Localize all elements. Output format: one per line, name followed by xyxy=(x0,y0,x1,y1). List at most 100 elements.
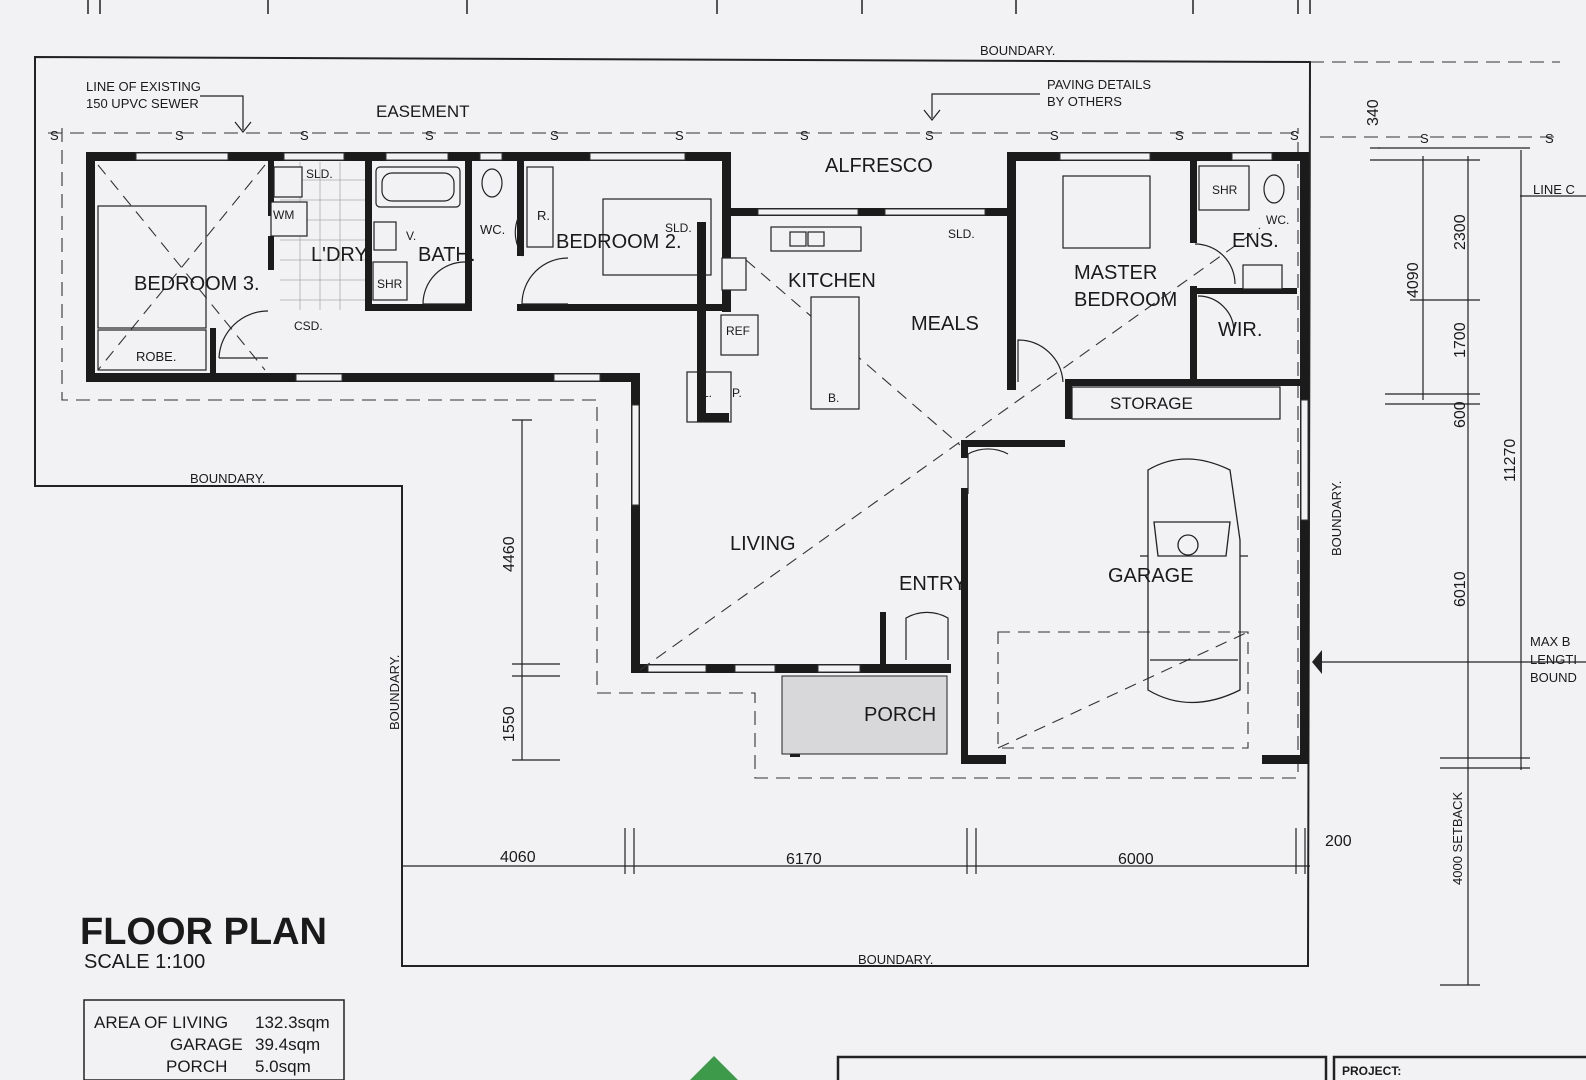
area-table xyxy=(83,999,345,1080)
svg-text:S: S xyxy=(675,128,684,143)
dim-200: 200 xyxy=(1325,833,1352,850)
top-tick-marks xyxy=(87,0,1311,14)
boundary-left-label: BOUNDARY. xyxy=(190,471,265,486)
logo-mark xyxy=(690,1056,738,1080)
dim-600: 600 xyxy=(1452,401,1469,428)
area-row-porch-value: 5.0sqm xyxy=(255,1057,311,1076)
svg-text:S: S xyxy=(425,128,434,143)
dim-4060: 4060 xyxy=(500,849,536,866)
boundary-bottom-label: BOUNDARY. xyxy=(858,952,933,967)
r-label: R. xyxy=(537,208,550,223)
boundary-right-label: BOUNDARY. xyxy=(1329,481,1344,556)
dim-6000: 6000 xyxy=(1118,851,1154,868)
door-swings xyxy=(218,217,1236,660)
wc2-label: WC. xyxy=(1266,213,1289,227)
plan-title: FLOOR PLAN xyxy=(80,911,327,953)
wm-label: WM xyxy=(273,208,294,222)
dim-6010: 6010 xyxy=(1452,571,1469,607)
room-porch: PORCH xyxy=(864,704,936,726)
svg-text:S: S xyxy=(550,128,559,143)
area-table-rows: AREA OF LIVING 132.3sqm GARAGE 39.4sqm P… xyxy=(94,1013,330,1076)
max-b-note-3: BOUND xyxy=(1530,670,1577,685)
dim-1700: 1700 xyxy=(1452,322,1469,358)
ref-label: REF xyxy=(726,324,750,338)
sewer-note-line1: LINE OF EXISTING xyxy=(86,79,201,94)
dim-4090: 4090 xyxy=(1405,262,1422,298)
svg-text:S: S xyxy=(1545,131,1554,146)
max-b-arrow xyxy=(1312,650,1322,674)
v-label: V. xyxy=(406,229,416,243)
paving-leader xyxy=(931,93,1040,118)
shr-label: SHR xyxy=(377,277,403,291)
svg-text:S: S xyxy=(1420,131,1429,146)
eaves-outline xyxy=(61,128,1299,779)
area-row-porch-label: PORCH xyxy=(166,1057,227,1076)
svg-text:S: S xyxy=(800,128,809,143)
room-wir: WIR. xyxy=(1218,319,1262,341)
sewer-leader-arrow xyxy=(234,121,252,133)
svg-text:S: S xyxy=(1050,128,1059,143)
windows xyxy=(135,152,1309,673)
easement-label: EASEMENT xyxy=(376,102,470,121)
dim-setback: 4000 SETBACK xyxy=(1450,791,1465,885)
area-row-garage-value: 39.4sqm xyxy=(255,1035,320,1054)
room-labels: BEDROOM 3. ROBE. CSD. WM L'DRY SLD. V. B… xyxy=(134,155,1289,726)
room-bedroom3: BEDROOM 3. xyxy=(134,273,260,295)
dim-6170: 6170 xyxy=(786,851,822,868)
dimension-texts: 340 2300 4090 1700 600 11270 6010 4460 1… xyxy=(500,99,1519,885)
robe-label: ROBE. xyxy=(136,349,176,364)
svg-text:S: S xyxy=(925,128,934,143)
csd-label: CSD. xyxy=(294,319,323,333)
paving-note-line1: PAVING DETAILS xyxy=(1047,77,1151,92)
project-block-frame xyxy=(1332,1055,1586,1080)
room-storage: STORAGE xyxy=(1110,394,1193,413)
plan-scale: SCALE 1:100 xyxy=(84,951,205,973)
car-outline xyxy=(1140,458,1248,704)
svg-text:S: S xyxy=(1175,128,1184,143)
dimension-lines xyxy=(401,147,1530,986)
svg-text:S: S xyxy=(1290,128,1299,143)
room-master-1: MASTER xyxy=(1074,262,1157,284)
paving-note-line2: BY OTHERS xyxy=(1047,94,1122,109)
b-label: B. xyxy=(828,391,839,405)
room-master-2: BEDROOM xyxy=(1074,289,1177,311)
dim-2300: 2300 xyxy=(1452,214,1469,250)
sewer-marks: S S S S S S S S S S S S S xyxy=(50,128,1554,146)
porch-slab xyxy=(781,675,948,755)
l-label: L. xyxy=(702,386,712,400)
area-row-garage-label: GARAGE xyxy=(170,1035,243,1054)
room-living: LIVING xyxy=(730,533,796,555)
room-bath: BATH. xyxy=(418,244,475,266)
project-label: PROJECT: xyxy=(1342,1064,1401,1078)
lot-boundary xyxy=(34,55,1312,967)
dim-11270: 11270 xyxy=(1502,439,1519,482)
area-row-living-label: AREA OF LIVING xyxy=(94,1013,228,1032)
svg-text:S: S xyxy=(50,128,59,143)
wc1-label: WC. xyxy=(480,222,505,237)
room-meals: MEALS xyxy=(911,313,979,335)
boundary-top-label: BOUNDARY. xyxy=(980,43,1055,58)
room-kitchen: KITCHEN xyxy=(788,270,876,292)
room-alfresco: ALFRESCO xyxy=(825,155,933,177)
dim-340: 340 xyxy=(1365,99,1382,126)
kitchen-sld-label: SLD. xyxy=(948,227,975,241)
room-laundry: L'DRY xyxy=(311,244,368,266)
svg-text:S: S xyxy=(175,128,184,143)
room-entry: ENTRY xyxy=(899,573,966,595)
room-garage: GARAGE xyxy=(1108,565,1194,587)
p-label: P. xyxy=(732,386,742,400)
line-c-label: LINE C xyxy=(1533,182,1575,197)
dim-4460: 4460 xyxy=(501,536,518,572)
room-bedroom2: BEDROOM 2. xyxy=(556,231,682,253)
max-b-note-1: MAX B xyxy=(1530,634,1570,649)
sewer-leader xyxy=(200,95,244,130)
boundary-mid-left-label: BOUNDARY. xyxy=(387,655,402,730)
area-row-living-value: 132.3sqm xyxy=(255,1013,330,1032)
title-block-frame xyxy=(836,1055,1328,1080)
svg-text:S: S xyxy=(300,128,309,143)
fixtures xyxy=(97,165,1285,423)
sewer-note-line2: 150 UPVC SEWER xyxy=(86,96,199,111)
bed2-sld-label: SLD. xyxy=(665,221,692,235)
